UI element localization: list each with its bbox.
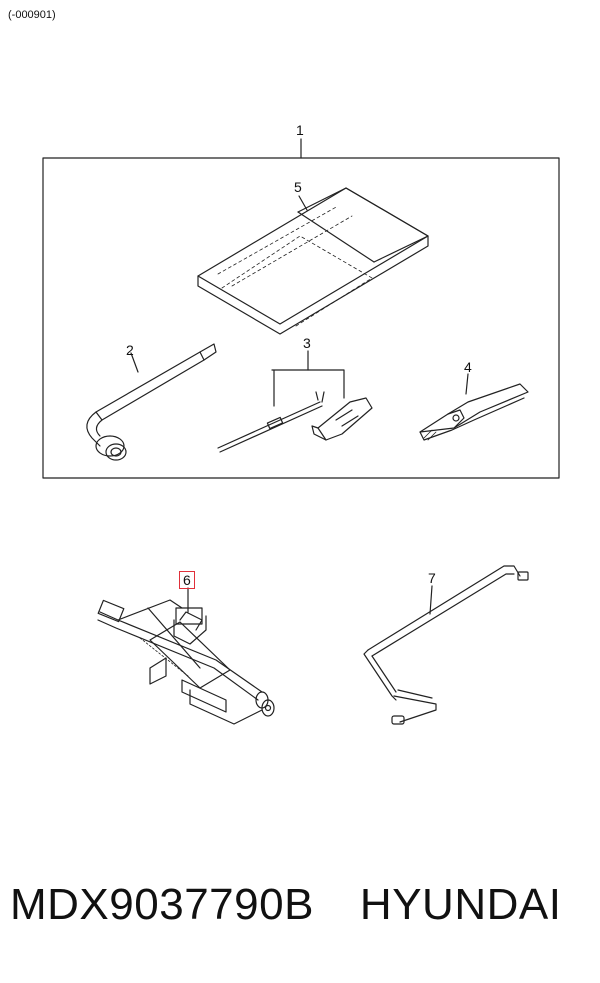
diagram-code: (-000901)	[8, 9, 56, 21]
callout-3: 3	[303, 335, 311, 351]
callout-4: 4	[464, 359, 472, 375]
jack-handle-icon	[363, 565, 529, 725]
callout-6: 6	[179, 571, 195, 589]
wheel-wrench-icon	[86, 343, 217, 461]
scissor-jack-icon	[97, 587, 275, 725]
tool-bag-icon	[197, 187, 429, 335]
brand-name: HYUNDAI	[359, 880, 562, 929]
caption: MDX9037790B HYUNDAI	[10, 880, 600, 930]
callout-5: 5	[294, 179, 302, 195]
screwdriver-icon	[217, 350, 373, 453]
callout-1: 1	[296, 122, 304, 138]
tool-kit-frame	[42, 157, 560, 479]
callout-7: 7	[428, 570, 436, 586]
callout-2: 2	[126, 342, 134, 358]
pliers-icon	[419, 373, 529, 441]
part-number: MDX9037790B	[10, 880, 314, 929]
